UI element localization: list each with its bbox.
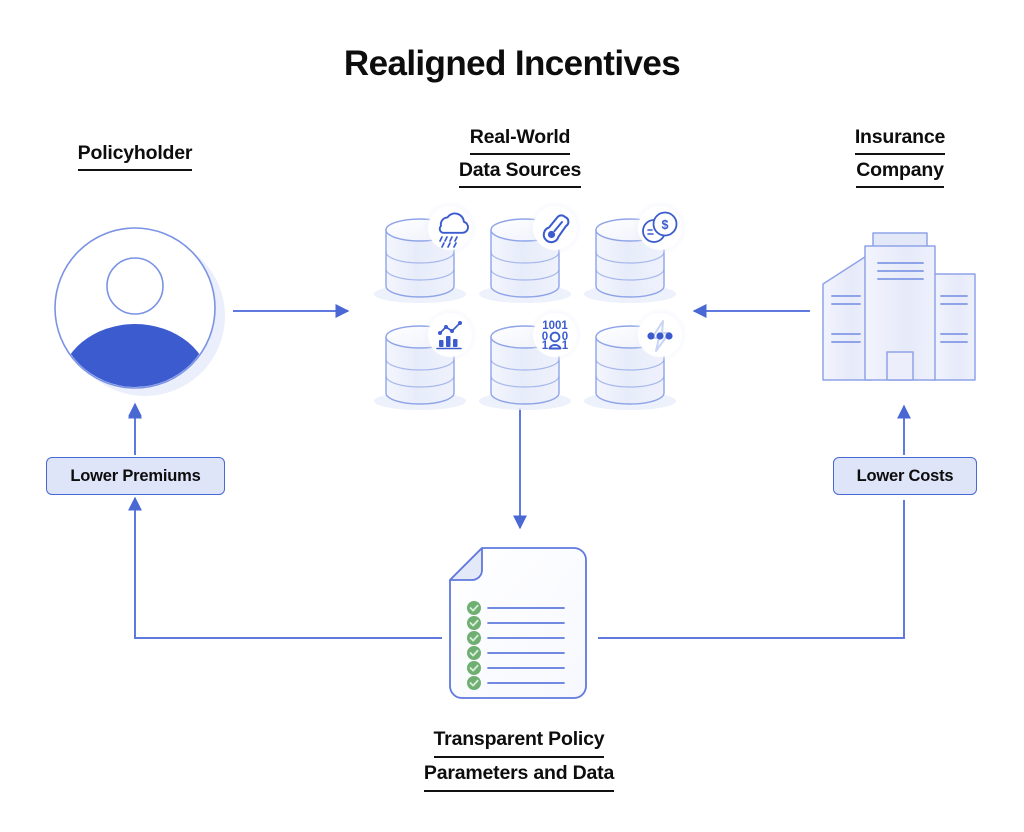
connector-document-to-lower-premiums <box>128 402 442 639</box>
caption-line1: Transparent Policy <box>433 724 605 758</box>
heading-insurance-line1: Insurance <box>854 122 945 155</box>
svg-text:$: $ <box>662 218 669 232</box>
label-lower-costs: Lower Costs <box>833 457 977 495</box>
connector-document-to-lower-costs <box>598 500 905 639</box>
data-source-cylinder: 1001 0 0 1 1 <box>479 308 582 410</box>
badge-lightning-dots <box>633 308 687 362</box>
badge-dollar-coin: $ <box>633 201 687 255</box>
connector-lines <box>128 304 911 639</box>
data-source-cylinders: $ <box>374 201 687 410</box>
policy-document-icon <box>449 547 587 699</box>
data-source-cylinder <box>584 308 687 410</box>
badge-rain-cloud <box>423 201 477 255</box>
person-avatar-icon <box>54 227 225 396</box>
data-source-cylinder: $ <box>584 201 687 303</box>
badge-binary-person: 1001 0 0 1 1 <box>528 308 582 362</box>
office-building-icon <box>822 232 976 381</box>
caption-line2: Parameters and Data <box>423 758 614 792</box>
binary-row-2-right: 0 <box>562 331 568 343</box>
binary-row-1: 1001 <box>542 320 568 332</box>
heading-data-sources-line1: Real-World <box>469 122 570 155</box>
heading-insurance-line2: Company <box>856 155 944 188</box>
heading-insurance-company: Insurance Company <box>800 122 1000 188</box>
data-source-cylinder <box>479 201 582 303</box>
badge-chart-trend <box>423 308 477 362</box>
badge-thermometer <box>528 201 582 255</box>
page-title: Realigned Incentives <box>343 44 681 83</box>
document-checklist <box>467 601 565 690</box>
binary-row-3-right: 1 <box>562 340 569 352</box>
heading-policyholder: Policyholder <box>35 138 235 171</box>
label-lower-premiums: Lower Premiums <box>46 457 225 495</box>
data-source-cylinder <box>374 201 477 303</box>
heading-data-sources: Real-World Data Sources <box>420 122 620 188</box>
caption-transparent-policy: Transparent Policy Parameters and Data <box>369 724 669 792</box>
heading-policyholder-line1: Policyholder <box>77 138 193 171</box>
data-source-cylinder <box>374 308 477 410</box>
binary-row-2-left: 0 <box>542 331 548 343</box>
binary-row-3-left: 1 <box>542 340 549 352</box>
heading-data-sources-line2: Data Sources <box>458 155 581 188</box>
